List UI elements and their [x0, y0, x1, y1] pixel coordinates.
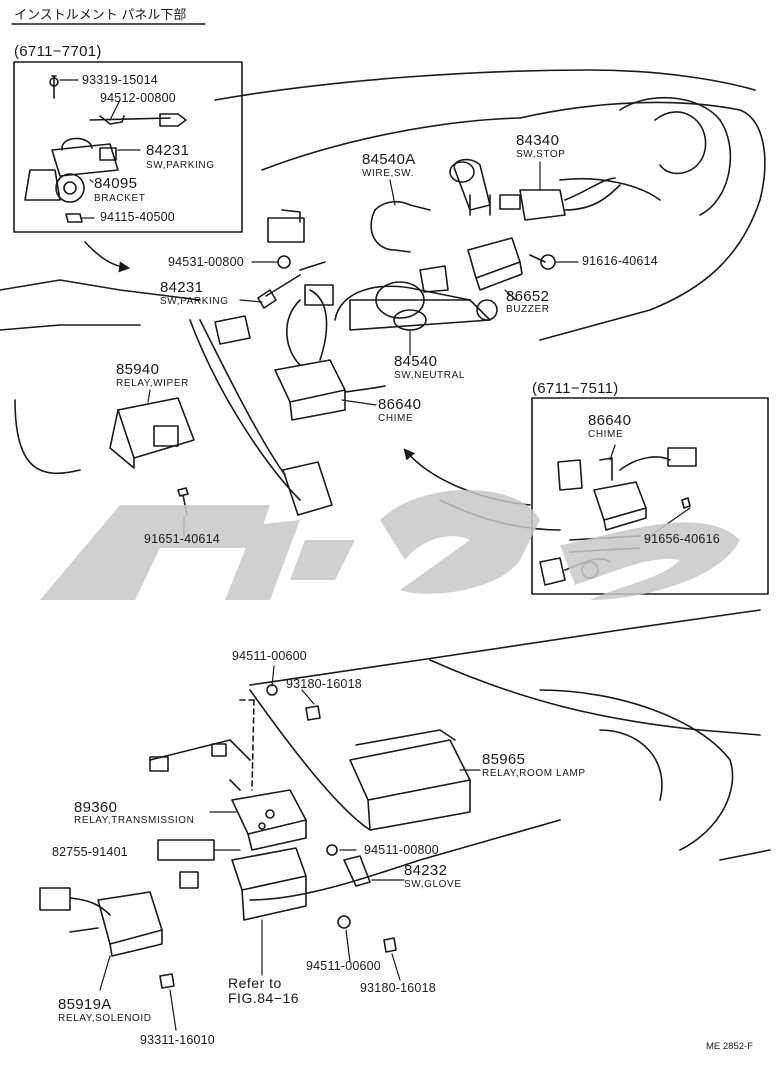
- brake-pedal: [199, 319, 333, 516]
- part-label-84095: 84095: [94, 175, 138, 192]
- part-label-84231: 84231: [160, 279, 204, 296]
- part-label-93180-b: 93180-16018: [360, 981, 436, 995]
- part-label-94511-b: 94511-00800: [364, 843, 439, 857]
- part-label-94531: 94531-00800: [168, 255, 244, 269]
- part-label-84231-inset: 84231: [146, 142, 190, 159]
- instrument-panel-outline: [214, 69, 756, 101]
- watermark: [40, 490, 740, 600]
- part-name-86640: CHIME: [378, 413, 414, 424]
- wiper-relay: [109, 397, 195, 516]
- part-label-94512: 94512-00800: [100, 91, 176, 105]
- part-label-91651: 91651-40614: [144, 532, 220, 546]
- page-title: インストルメント パネル下部: [14, 7, 187, 22]
- part-name-84540A: WIRE,SW.: [362, 168, 415, 179]
- part-name-85965: RELAY,ROOM LAMP: [482, 768, 586, 779]
- part-label-94115: 94115-40500: [100, 210, 175, 224]
- part-label-85940: 85940: [116, 361, 160, 378]
- part-label-93180-a: 93180-16018: [286, 677, 362, 691]
- wire-sw-and-stop-switch: [267, 158, 621, 253]
- part-label-86652: 86652: [506, 288, 550, 305]
- part-label-94511-a: 94511-00600: [232, 649, 307, 663]
- part-label-91656: 91656-40616: [644, 532, 720, 546]
- part-name-86652: BUZZER: [506, 304, 550, 315]
- part-label-89360: 89360: [74, 799, 118, 816]
- refer-label-line2: FIG.84−16: [228, 990, 300, 1006]
- part-label-82755: 82755-91401: [52, 845, 128, 859]
- part-label-93319: 93319-15014: [82, 73, 158, 87]
- part-label-84540: 84540: [394, 353, 438, 370]
- part-label-91616: 91616-40614: [582, 254, 658, 268]
- chime-assembly: [274, 284, 386, 421]
- refer-label-line1: Refer to: [228, 975, 282, 991]
- part-label-86640: 86640: [378, 396, 422, 413]
- inset-box-6711-7701: [13, 61, 243, 233]
- part-label-84232: 84232: [404, 862, 448, 879]
- inset-pointer-arrow: [84, 241, 131, 273]
- part-label-84540A: 84540A: [362, 151, 416, 168]
- glove-switch-and-misc: [157, 684, 397, 989]
- inset-box-6711-7511: [531, 397, 769, 595]
- part-name-89360: RELAY,TRANSMISSION: [74, 815, 195, 826]
- lower-panel-outline: [249, 609, 761, 686]
- room-lamp-relay: [349, 729, 471, 831]
- part-name-84231-inset: SW,PARKING: [146, 160, 215, 171]
- parking-switch-main: [214, 255, 326, 345]
- inset-range-top: (6711−7701): [14, 43, 102, 60]
- part-name-84095: BRACKET: [94, 193, 146, 204]
- part-name-85919A: RELAY,SOLENOID: [58, 1013, 152, 1024]
- transmission-relay: [149, 739, 307, 851]
- figure-code: ME 2852-F: [706, 1041, 753, 1052]
- part-name-84231: SW,PARKING: [160, 296, 229, 307]
- part-name-84540: SW,NEUTRAL: [394, 370, 466, 381]
- inset-range-right: (6711−7511): [532, 380, 619, 397]
- part-label-85965: 85965: [482, 751, 526, 768]
- part-name-84232: SW,GLOVE: [404, 879, 462, 890]
- part-name-85940: RELAY,WIPER: [116, 378, 189, 389]
- part-label-93311: 93311-16010: [140, 1033, 215, 1047]
- part-label-94511-c: 94511-00600: [306, 959, 381, 973]
- part-name-86640-inset: CHIME: [588, 429, 624, 440]
- buzzer-and-neutral-switch: [334, 237, 556, 331]
- part-name-84340: SW,STOP: [516, 149, 566, 160]
- part-label-84340: 84340: [516, 132, 560, 149]
- part-label-85919A: 85919A: [58, 996, 112, 1013]
- solenoid-relay: [39, 887, 163, 957]
- inset-parking-switch-assembly: [24, 75, 187, 223]
- part-label-86640-inset: 86640: [588, 412, 632, 429]
